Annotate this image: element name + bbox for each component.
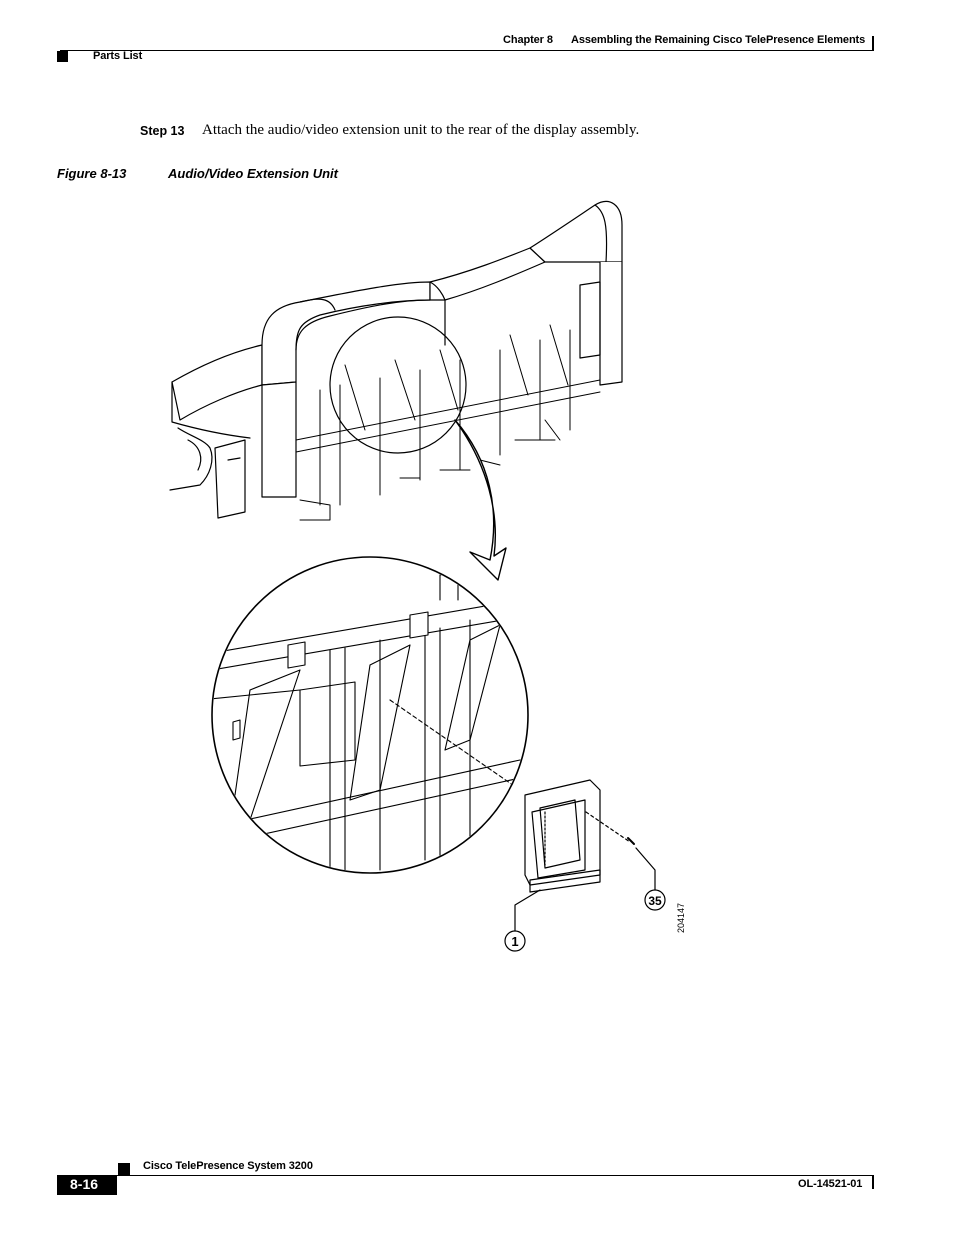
footer-rule — [57, 1175, 874, 1176]
callout-1-label: 1 — [511, 934, 518, 949]
magnify-circle-small — [329, 316, 467, 454]
detail-circle — [211, 556, 529, 874]
footer-top-marker — [118, 1163, 130, 1175]
footer-page-number: 8-16 — [70, 1176, 99, 1192]
display-hood-middle — [429, 247, 546, 346]
footer-doc-id: OL-14521-01 — [798, 1178, 863, 1190]
callout-35-leader — [635, 847, 656, 894]
footer-page-box — [57, 1175, 117, 1195]
footer-vertical-mark — [872, 1176, 874, 1189]
zoom-arrow — [454, 419, 507, 581]
callout-1-leader — [514, 889, 541, 933]
header-rule — [60, 50, 874, 51]
step-label: Step 13 — [140, 124, 185, 138]
step-text: Attach the audio/video extension unit to… — [202, 122, 640, 138]
detail-interior — [213, 571, 521, 871]
header-chapter-title: Assembling the Remaining Cisco TelePrese… — [571, 34, 866, 46]
callout-1: 1 — [504, 930, 526, 952]
extension-unit-drawing — [524, 779, 635, 893]
callout-35: 35 — [644, 889, 666, 911]
header-section-marker — [57, 51, 68, 62]
display-hood-right — [529, 200, 623, 386]
header-vertical-mark — [872, 36, 874, 50]
art-id: 204147 — [676, 903, 686, 933]
figure-number: Figure 8-13 — [57, 166, 127, 181]
callout-35-label: 35 — [648, 894, 662, 908]
footer-product: Cisco TelePresence System 3200 — [143, 1160, 313, 1172]
rear-frame — [295, 324, 601, 521]
table-drawing — [169, 344, 263, 519]
figure-title: Audio/Video Extension Unit — [168, 166, 338, 181]
header-chapter: Chapter 8 — [503, 34, 553, 46]
header-section: Parts List — [93, 50, 143, 62]
